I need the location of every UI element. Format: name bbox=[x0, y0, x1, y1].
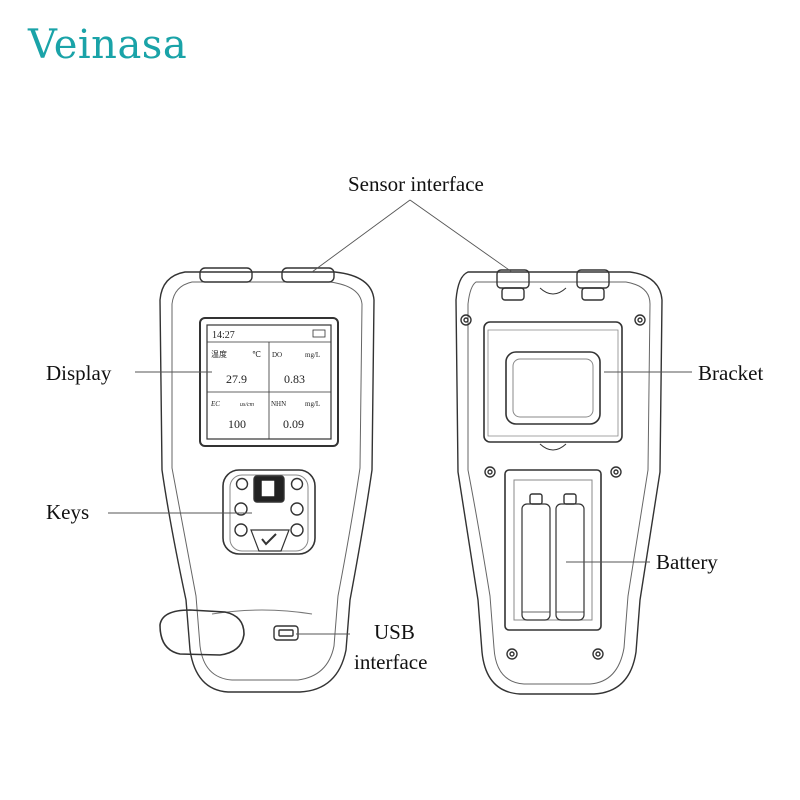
screen-cell-3-value: 100 bbox=[228, 417, 246, 431]
screen-time: 14:27 bbox=[212, 330, 235, 341]
label-sensor-interface: Sensor interface bbox=[348, 172, 484, 196]
front-device-inner bbox=[171, 281, 363, 681]
light-key bbox=[290, 477, 304, 491]
screen-cell-2-param: DO bbox=[272, 351, 282, 359]
screw-icon bbox=[460, 314, 472, 326]
bracket-frame bbox=[483, 321, 623, 443]
label-battery: Battery bbox=[656, 550, 718, 574]
leader-sensor-back bbox=[409, 199, 513, 273]
screen-cell-1-value: 27.9 bbox=[226, 372, 247, 386]
leader-sensor-front bbox=[311, 199, 411, 273]
back-device-body bbox=[455, 271, 663, 695]
fn-key bbox=[234, 523, 248, 537]
screen-cell-3-param: EC bbox=[210, 400, 220, 408]
screen-cell-4-value: 0.09 bbox=[283, 417, 304, 431]
screw-icon bbox=[592, 648, 604, 660]
back-device-inner bbox=[467, 281, 651, 685]
keypad bbox=[222, 469, 316, 555]
usb-port bbox=[273, 625, 299, 641]
screen-cell-1-param: 温度 bbox=[211, 349, 227, 359]
up-key bbox=[290, 502, 304, 516]
battery-compartment bbox=[504, 469, 602, 631]
label-usb-line2: interface bbox=[354, 650, 428, 674]
label-keys: Keys bbox=[46, 500, 90, 524]
battery-left bbox=[521, 503, 551, 621]
screen-cell-2-unit: mg/L bbox=[305, 351, 320, 359]
front-screen-bezel bbox=[199, 317, 339, 447]
screen-battery-icon bbox=[312, 329, 326, 338]
power-key bbox=[235, 477, 249, 491]
screen-cell-4-param: NHN bbox=[271, 400, 286, 408]
front-sensor-port-right bbox=[281, 267, 335, 283]
label-bracket: Bracket bbox=[698, 361, 764, 385]
screen-cell-3-unit: us/cm bbox=[240, 402, 255, 408]
usb-cap bbox=[159, 609, 245, 656]
front-device-body bbox=[159, 271, 375, 693]
screw-icon bbox=[506, 648, 518, 660]
back-key bbox=[234, 502, 248, 516]
bracket bbox=[505, 351, 601, 425]
label-display: Display bbox=[46, 361, 112, 385]
screen-cell-2-value: 0.83 bbox=[284, 372, 305, 386]
label-usb-line1: USB bbox=[374, 620, 415, 644]
brand-logo: Veinasa bbox=[28, 22, 188, 68]
down-key bbox=[290, 523, 304, 537]
confirm-key bbox=[250, 529, 290, 552]
screw-icon bbox=[610, 466, 622, 478]
screw-icon bbox=[484, 466, 496, 478]
screw-icon bbox=[634, 314, 646, 326]
screen-cell-4-unit: mg/L bbox=[305, 400, 320, 408]
screen-cell-1-unit: ℃ bbox=[252, 350, 261, 359]
front-sensor-port-left bbox=[199, 267, 253, 283]
